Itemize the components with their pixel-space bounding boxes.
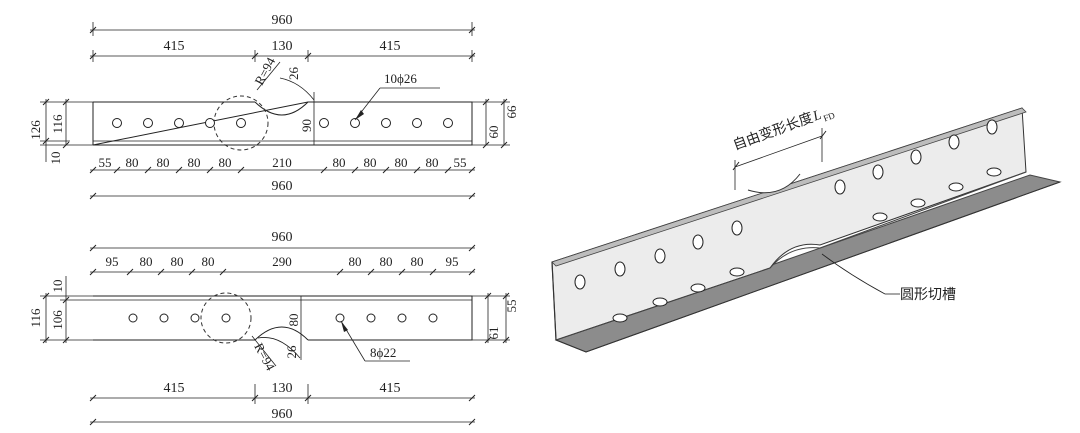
top-sp-7: 80 xyxy=(364,155,377,170)
bot-notch-remain: 80 xyxy=(286,314,301,327)
bot-holes xyxy=(128,313,438,323)
top-right-h-outer: 66 xyxy=(504,105,519,119)
top-sp-4: 80 xyxy=(219,155,232,170)
top-left-h-outer: 126 xyxy=(28,120,43,140)
bot-notch-arc xyxy=(254,326,309,341)
iso-free-length-label: 自由变形长度 xyxy=(731,110,815,154)
top-radius: R=94 xyxy=(251,54,278,87)
iso-free-length: 自由变形长度 L FD xyxy=(731,108,837,154)
bottom-view: 960 95 80 80 80 290 80 80 80 95 80 2 xyxy=(28,230,519,426)
iso-groove-label: 圆形切槽 xyxy=(900,287,956,303)
bot-left-h-outer: 116 xyxy=(28,308,43,328)
bot-sp-5: 80 xyxy=(349,254,362,269)
top-left-h-bottom: 10 xyxy=(48,152,63,165)
top-sp-5: 210 xyxy=(272,155,292,170)
bot-sp-2: 80 xyxy=(171,254,184,269)
top-hole-label: 10ϕ26 xyxy=(384,71,417,86)
top-sp-6: 80 xyxy=(333,155,346,170)
bot-left-h-inner: 106 xyxy=(50,310,65,330)
bot-sp-1: 80 xyxy=(140,254,153,269)
bot-right-h-outer: 61 xyxy=(486,327,501,340)
bot-seg-right: 415 xyxy=(380,381,401,396)
top-overall-bottom: 960 xyxy=(272,179,293,194)
iso-top-notch xyxy=(747,173,801,194)
top-sp-8: 80 xyxy=(395,155,408,170)
bot-overall-bottom: 960 xyxy=(272,407,293,422)
bot-sp-7: 80 xyxy=(411,254,424,269)
top-seg-right: 415 xyxy=(380,39,401,54)
bot-left-h-top: 10 xyxy=(50,280,65,293)
top-notch-depth: 26 xyxy=(286,67,301,81)
top-sp-0: 55 xyxy=(99,155,112,170)
bot-right-h-inner: 55 xyxy=(504,300,519,313)
top-sp-3: 80 xyxy=(188,155,201,170)
top-right-h-inner: 60 xyxy=(486,126,501,139)
bot-plate-outline xyxy=(93,295,473,341)
top-holes xyxy=(112,118,453,128)
top-spacing-ticks xyxy=(89,166,476,174)
bot-seg-left: 415 xyxy=(164,381,185,396)
iso-flange-holes xyxy=(612,167,1002,323)
bot-hole-label: 8ϕ22 xyxy=(370,345,396,360)
iso-free-length-sub: FD xyxy=(822,110,837,124)
iso-view: 自由变形长度 L FD 圆形切槽 xyxy=(551,107,1062,353)
top-left-h-inner: 116 xyxy=(50,114,65,134)
bot-overall-top: 960 xyxy=(272,230,293,245)
bot-sp-6: 80 xyxy=(380,254,393,269)
iso-web-holes xyxy=(574,119,998,290)
bot-sp-8: 95 xyxy=(446,254,459,269)
bot-sp-4: 290 xyxy=(272,254,292,269)
top-overall-960: 960 xyxy=(272,13,293,28)
top-sp-9: 80 xyxy=(426,155,439,170)
top-notch-arc xyxy=(254,101,309,116)
bot-sp-3: 80 xyxy=(202,254,215,269)
top-sp-2: 80 xyxy=(157,155,170,170)
bot-seg-mid: 130 xyxy=(272,381,293,396)
top-view: 960 415 130 415 xyxy=(28,13,519,200)
top-seg-left: 415 xyxy=(164,39,185,54)
top-notch-remain: 90 xyxy=(299,119,314,132)
bot-radius: R=94 xyxy=(251,340,278,373)
top-seg-mid: 130 xyxy=(272,39,293,54)
bot-notch-depth: 26 xyxy=(284,345,299,359)
bot-sp-0: 95 xyxy=(106,254,119,269)
bot-cutting-circle xyxy=(200,292,252,344)
top-sp-1: 80 xyxy=(126,155,139,170)
top-sp-10: 55 xyxy=(454,155,467,170)
